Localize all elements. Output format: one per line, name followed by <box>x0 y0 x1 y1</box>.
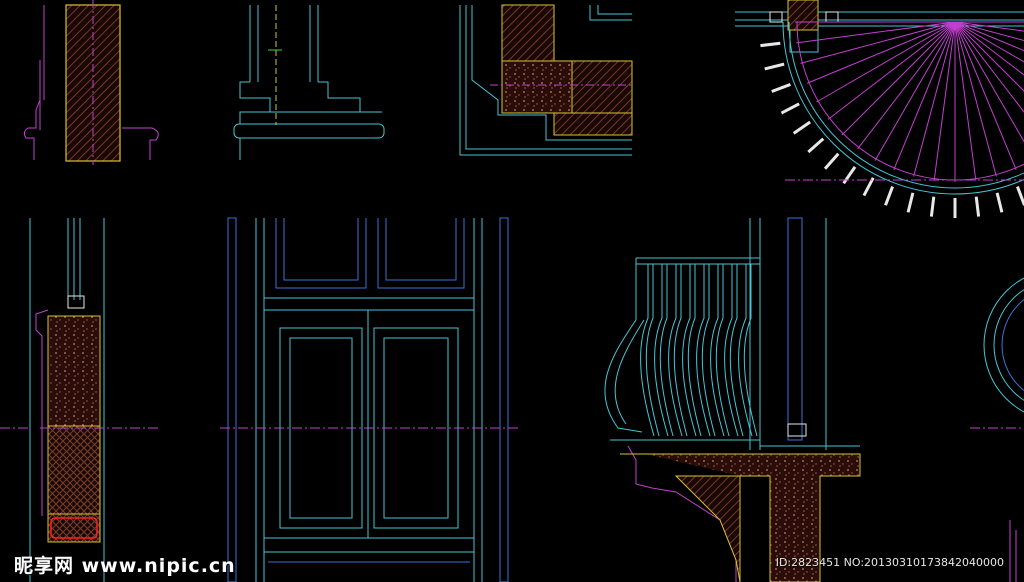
fan-ray <box>857 21 956 150</box>
column-base-section <box>23 0 159 165</box>
railing-balusters <box>640 264 758 437</box>
fan-voussoir <box>842 165 857 185</box>
pedestal-elevation <box>233 5 385 160</box>
fan-ray <box>816 21 956 103</box>
fan-ray <box>954 21 1024 143</box>
watermark-id: ID:2823451 NO:20130310173842040000 <box>775 556 1004 569</box>
railing-baluster <box>724 264 739 437</box>
fan-ray <box>806 21 956 84</box>
railing-baluster <box>668 264 683 437</box>
fan-ray <box>913 21 956 177</box>
balcony-railing-section <box>604 217 861 582</box>
fan-voussoir <box>929 196 936 217</box>
fan-ray <box>827 21 956 120</box>
fan-voussoir <box>995 192 1004 213</box>
fan-ray <box>933 21 956 181</box>
railing-baluster-edge <box>645 264 660 437</box>
fan-ray <box>954 21 997 177</box>
fan-voussoir <box>974 196 981 217</box>
fan-voussoirs <box>760 41 1024 218</box>
fan-voussoir <box>823 152 840 170</box>
fan-voussoir <box>764 62 785 71</box>
fan-voussoir <box>884 186 894 206</box>
railing-baluster-edge <box>729 264 744 437</box>
fan-voussoir <box>760 41 781 48</box>
railing-baluster-edge <box>701 264 716 437</box>
fan-ring <box>796 21 1024 181</box>
watermark-site: 昵享网 www.nipic.cn <box>14 555 236 577</box>
fan-voussoir <box>771 83 791 93</box>
fan-ray <box>954 21 1024 113</box>
railing-baluster-edge <box>715 264 730 437</box>
fan-ray <box>800 21 956 64</box>
railing-baluster <box>682 264 697 437</box>
wall-window-section <box>0 218 160 582</box>
railing-baluster-edge <box>743 264 758 437</box>
fan-ray <box>954 21 977 181</box>
fan-light-arch <box>735 0 1024 218</box>
fan-voussoir <box>807 137 825 154</box>
corner-trim-section <box>459 4 633 156</box>
fan-ray <box>841 21 956 136</box>
fan-voussoir <box>862 177 875 197</box>
railing-baluster <box>640 264 655 437</box>
fan-ray <box>954 21 1024 76</box>
fan-ray <box>954 21 1024 32</box>
fan-ray <box>954 21 1017 171</box>
fan-ray <box>796 21 956 44</box>
fan-ray <box>954 21 1024 92</box>
fan-ray <box>954 21 1024 42</box>
fan-voussoir <box>792 120 812 135</box>
fan-voussoir <box>1016 186 1024 206</box>
round-window-partial <box>970 277 1024 582</box>
railing-baluster <box>710 264 725 437</box>
railing-baluster-edge <box>673 264 688 437</box>
fan-voussoir <box>906 192 915 213</box>
fan-voussoir <box>780 102 800 115</box>
railing-baluster-edge <box>687 264 702 437</box>
fan-ray <box>893 21 956 171</box>
railing-baluster <box>696 264 711 437</box>
fan-ray <box>954 21 1024 63</box>
fan-ray <box>954 21 1024 52</box>
fan-ring <box>788 21 1024 189</box>
railing-baluster <box>738 264 753 437</box>
railing-baluster-edge <box>659 264 674 437</box>
fan-rays <box>795 21 1024 182</box>
paneled-door-elevation <box>220 217 520 582</box>
railing-baluster <box>654 264 669 437</box>
fan-ray <box>874 21 956 161</box>
fan-ring <box>782 21 1024 195</box>
